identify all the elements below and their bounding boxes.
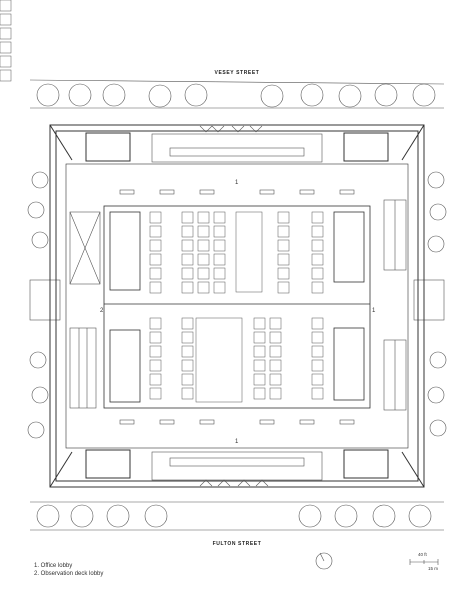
label-observation-lobby: 2 xyxy=(100,308,104,314)
entrances xyxy=(151,125,323,487)
elevator-banks xyxy=(0,0,324,403)
benches xyxy=(119,189,355,425)
escalators xyxy=(69,199,407,411)
north-arrow xyxy=(315,552,333,570)
south-trees xyxy=(30,501,444,531)
street-south: FULTON STREET xyxy=(212,541,262,547)
label-office-lobby-north: 1 xyxy=(235,180,239,186)
label-office-lobby-south: 1 xyxy=(235,439,239,445)
scale-label-ft: 40 ft xyxy=(418,552,427,557)
legend-item-1: 1. Office lobby xyxy=(34,563,73,569)
building-walls xyxy=(49,124,425,488)
scale-bar xyxy=(409,559,439,565)
street-north: VESEY STREET xyxy=(214,70,260,76)
observation-lobby xyxy=(69,211,101,285)
legend-item-2: 2. Observation deck lobby xyxy=(34,571,104,577)
label-office-lobby-east: 1 xyxy=(372,308,376,314)
core xyxy=(103,205,371,409)
north-trees xyxy=(29,79,445,109)
legend: 1. Office lobby 2. Observation deck lobb… xyxy=(34,562,103,578)
side-planting xyxy=(27,171,447,439)
scale-label-m: 15 m xyxy=(428,566,439,571)
